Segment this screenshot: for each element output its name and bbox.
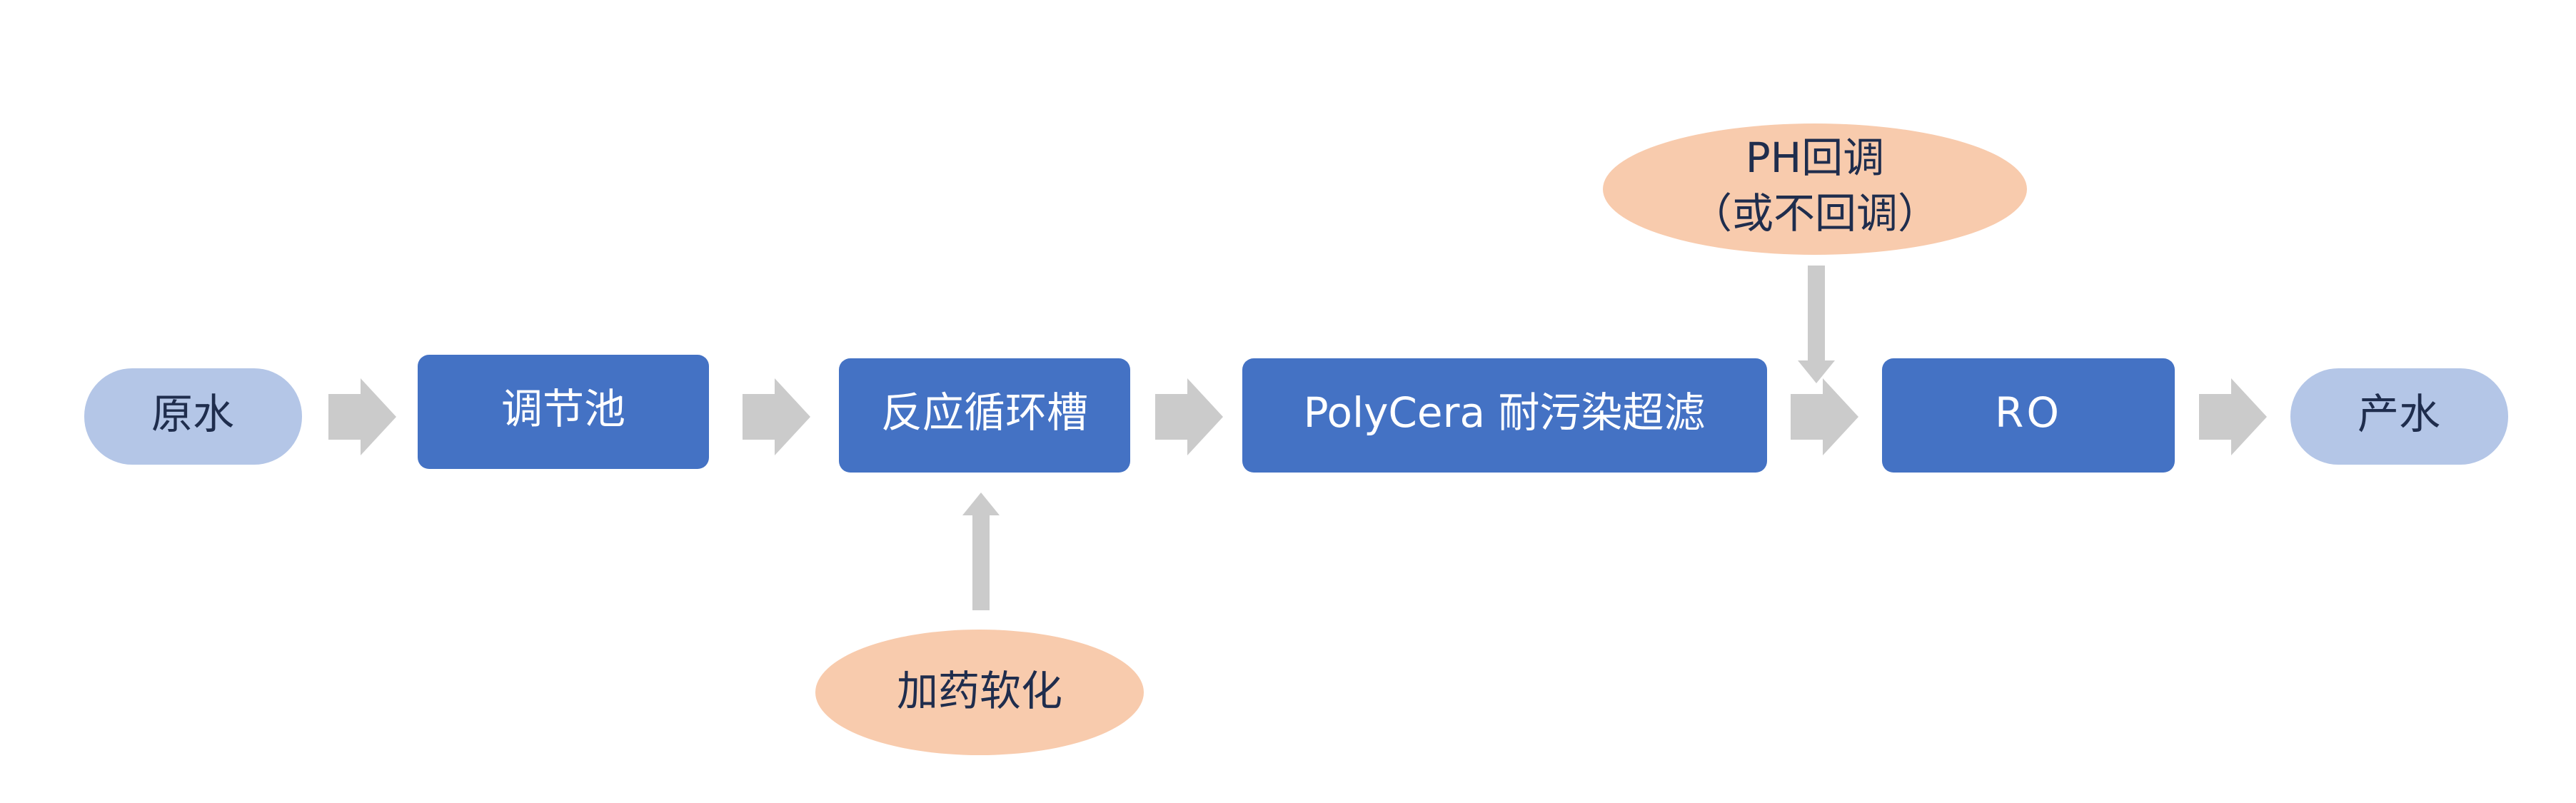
node-product-water: 产水 <box>2290 368 2508 465</box>
regulating-tank-shape <box>418 355 709 469</box>
regulating-tank-label: 调节池 <box>501 385 625 433</box>
ph-adjust-label-line2: （或不回调） <box>1691 189 1939 238</box>
ph-adjust-label-line1: PH回调 <box>1746 133 1885 182</box>
softening-shape <box>815 630 1144 755</box>
reaction-tank-label: 反应循环槽 <box>881 388 1088 437</box>
arrow-ph-to-ro <box>1798 266 1835 383</box>
arrow-ro-to-product <box>2199 378 2267 455</box>
arrow-regulating-to-reaction <box>743 378 810 455</box>
arrow-reaction-to-uf <box>1155 378 1223 455</box>
arrow-uf-to-ro <box>1791 378 1858 455</box>
ro-label: RO <box>1995 388 2062 437</box>
node-reaction-tank: 反应循环槽 <box>839 358 1130 473</box>
node-softening: 加药软化 <box>815 630 1144 755</box>
node-uf: PolyCera 耐污染超滤 <box>1242 358 1767 473</box>
uf-label: PolyCera 耐污染超滤 <box>1304 388 1706 437</box>
product-water-shape <box>2290 368 2508 465</box>
uf-shape <box>1242 358 1767 473</box>
raw-water-shape <box>84 368 302 465</box>
ro-shape <box>1882 358 2175 473</box>
arrow-softening-to-reaction <box>962 493 1000 610</box>
ph-adjust-shape <box>1603 123 2027 255</box>
node-regulating-tank: 调节池 <box>418 355 709 469</box>
softening-label: 加药软化 <box>897 667 1062 715</box>
product-water-label: 产水 <box>2358 390 2440 438</box>
arrow-raw-to-regulating <box>328 378 396 455</box>
node-ro: RO <box>1882 358 2175 473</box>
node-ph-adjust: PH回调 （或不回调） <box>1603 123 2027 255</box>
reaction-tank-shape <box>839 358 1130 473</box>
raw-water-label: 原水 <box>151 390 234 438</box>
flow-arrows <box>328 266 2267 610</box>
node-raw-water: 原水 <box>84 368 302 465</box>
